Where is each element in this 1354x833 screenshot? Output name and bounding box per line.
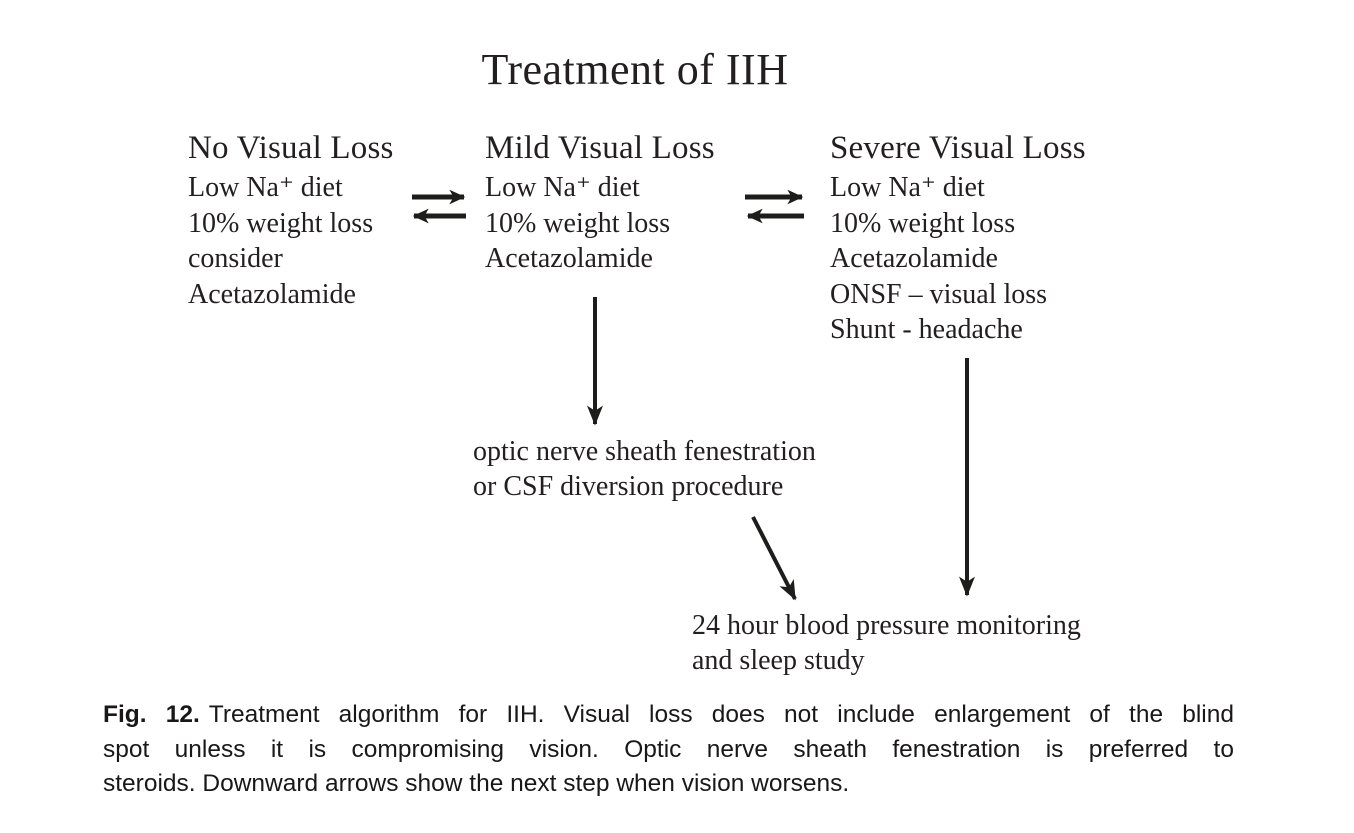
treatment-item: Acetazolamide [830,243,998,274]
figure-caption: Fig. 12. Treatment algorithm for IIH. Vis… [103,698,1234,802]
bp-sleep-node: 24 hour blood pressure monitoring and sl… [692,608,1081,678]
column-mild-visual-loss: Mild Visual Loss Low Na⁺ diet 10% weight… [485,126,715,277]
column-no-visual-loss: No Visual Loss Low Na⁺ diet 10% weight l… [188,126,394,312]
treatment-item: Low Na⁺ diet [188,172,343,203]
caption-line-3: steroids. Downward arrows show the next … [103,767,1234,802]
caption-figure-label: Fig. 12. [103,701,200,728]
treatment-item: ONSF – visual loss [830,278,1048,310]
caption-text-2: spot unless it is compromising vision. O… [103,735,1234,763]
caption-text-1: Treatment algorithm for IIH. Visual loss… [208,701,1234,728]
treatment-item: 10% weight loss [188,207,374,239]
column-heading-severe-visual-loss: Severe Visual Loss [830,130,1086,166]
column-heading-mild-visual-loss: Mild Visual Loss [485,130,715,166]
column-heading-no-visual-loss: No Visual Loss [188,130,394,166]
treatment-item: 10% weight loss [830,207,1016,239]
treatment-item: Acetazolamide [188,278,356,310]
treatment-item: Shunt - headache [830,314,1023,345]
onsf-csf-line2: or CSF diversion procedure [473,471,784,502]
treatment-item: Low Na⁺ diet [485,172,640,203]
figure-title: Treatment of IIH [481,45,789,94]
column-severe-visual-loss: Severe Visual Loss Low Na⁺ diet 10% weig… [830,126,1086,348]
treatment-item: consider [188,243,283,274]
caption-text-3: steroids. Downward arrows show the next … [103,770,850,797]
arrow-onsf-diagonal-icon [751,516,797,601]
treatment-item: 10% weight loss [485,207,671,239]
caption-line-1: Fig. 12. Treatment algorithm for IIH. Vis… [103,698,1234,733]
bp-sleep-line2: and sleep study [692,645,865,676]
caption-line-2: spot unless it is compromising vision. O… [103,733,1234,768]
bp-sleep-line1: 24 hour blood pressure monitoring [692,610,1081,641]
onsf-csf-line1: optic nerve sheath fenestration [473,436,816,467]
treatment-item: Low Na⁺ diet [830,172,985,203]
treatment-item: Acetazolamide [485,243,653,274]
onsf-csf-node: optic nerve sheath fenestration or CSF d… [473,434,816,504]
